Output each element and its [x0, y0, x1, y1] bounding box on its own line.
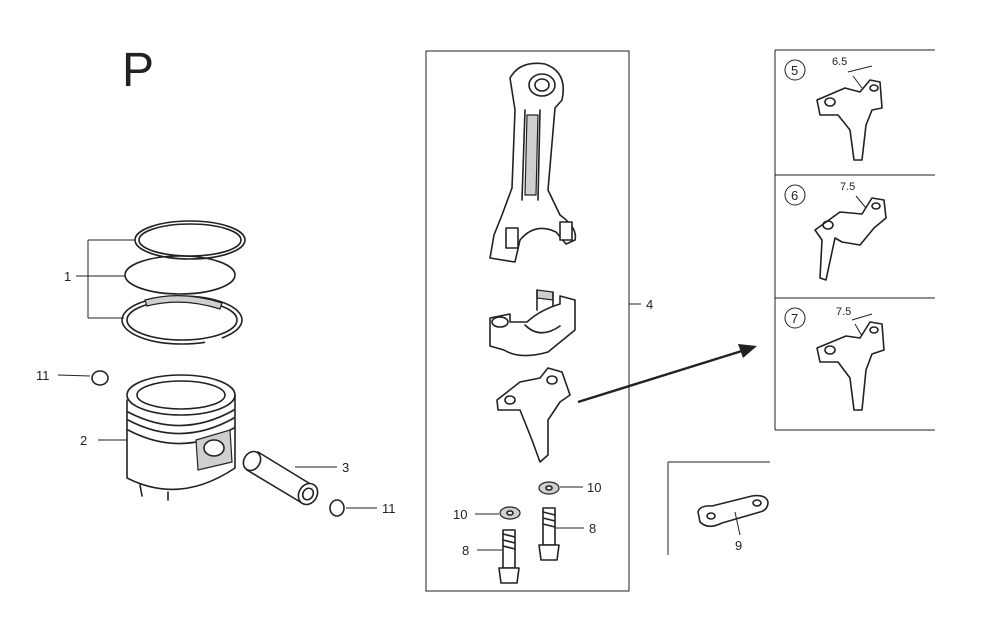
lock-washer-lower	[475, 506, 521, 520]
dimension-6: 7.5	[840, 181, 855, 193]
callout-4: 4	[646, 297, 653, 312]
dimension-5: 6.5	[832, 56, 847, 68]
oil-dipper-variant-7	[816, 313, 885, 411]
bolt-right	[538, 507, 584, 561]
lock-washer-upper	[538, 481, 583, 495]
circlip-right	[329, 499, 377, 517]
variant-5-marker	[784, 59, 806, 81]
callout-9: 9	[735, 538, 742, 553]
callout-10-lower: 10	[453, 507, 467, 522]
section-letter: P	[122, 44, 154, 97]
callout-7: 7	[791, 311, 798, 326]
callout-1: 1	[64, 269, 71, 284]
callout-11-right: 11	[382, 501, 396, 516]
callout-5: 5	[791, 63, 798, 78]
connecting-rod	[489, 62, 577, 263]
callout-8-left: 8	[462, 543, 469, 558]
lock-plate	[697, 494, 769, 536]
piston	[98, 374, 236, 501]
pointer-arrow	[577, 344, 757, 404]
callout-2: 2	[80, 433, 87, 448]
bolt-left	[477, 529, 520, 584]
callout-8-right: 8	[589, 521, 596, 536]
variant-panels	[774, 49, 935, 431]
circlip-left	[57, 370, 109, 386]
bearing-cap	[489, 289, 576, 357]
lock-plate-panel	[667, 461, 770, 555]
piston-rings	[121, 212, 246, 345]
connecting-rod-box	[425, 50, 630, 592]
dimension-7: 7.5	[836, 306, 851, 318]
variant-6-marker	[784, 184, 806, 206]
callout-3: 3	[342, 460, 349, 475]
callout-1-bracket	[76, 239, 135, 319]
piston-pin	[242, 450, 337, 506]
oil-dipper-variant-5	[816, 65, 883, 161]
oil-dipper-variant-6	[814, 195, 887, 281]
callout-10-upper: 10	[587, 480, 601, 495]
callout-6: 6	[791, 188, 798, 203]
oil-dipper	[496, 367, 571, 463]
variant-7-marker	[784, 307, 806, 329]
callout-11-left: 11	[36, 368, 50, 383]
